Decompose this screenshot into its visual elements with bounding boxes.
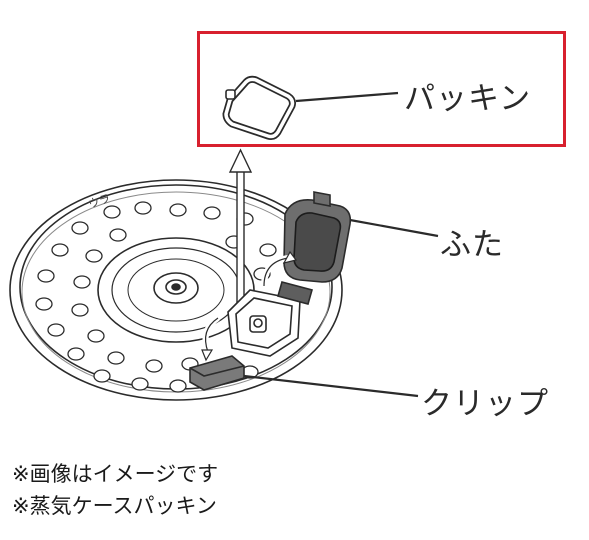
- lid-leader: [349, 218, 439, 238]
- image-note: ※画像はイメージです: [12, 462, 219, 486]
- steam-case: [227, 289, 301, 357]
- leader-lines: [243, 91, 439, 398]
- clip: [189, 355, 245, 391]
- clip-leader: [243, 374, 419, 398]
- lid-label: ふた: [440, 227, 504, 263]
- plate-marking: ウラ: [87, 192, 112, 211]
- lid: [277, 191, 352, 305]
- part-name-note: ※蒸気ケースパッキン: [12, 494, 217, 518]
- gasket-highlight-box: [197, 31, 566, 147]
- gasket-label: パッキン: [404, 81, 532, 117]
- clip-label: クリップ: [421, 386, 549, 422]
- gasket: [222, 75, 296, 140]
- gasket-leader: [295, 91, 399, 103]
- open-arrows: [201, 250, 298, 362]
